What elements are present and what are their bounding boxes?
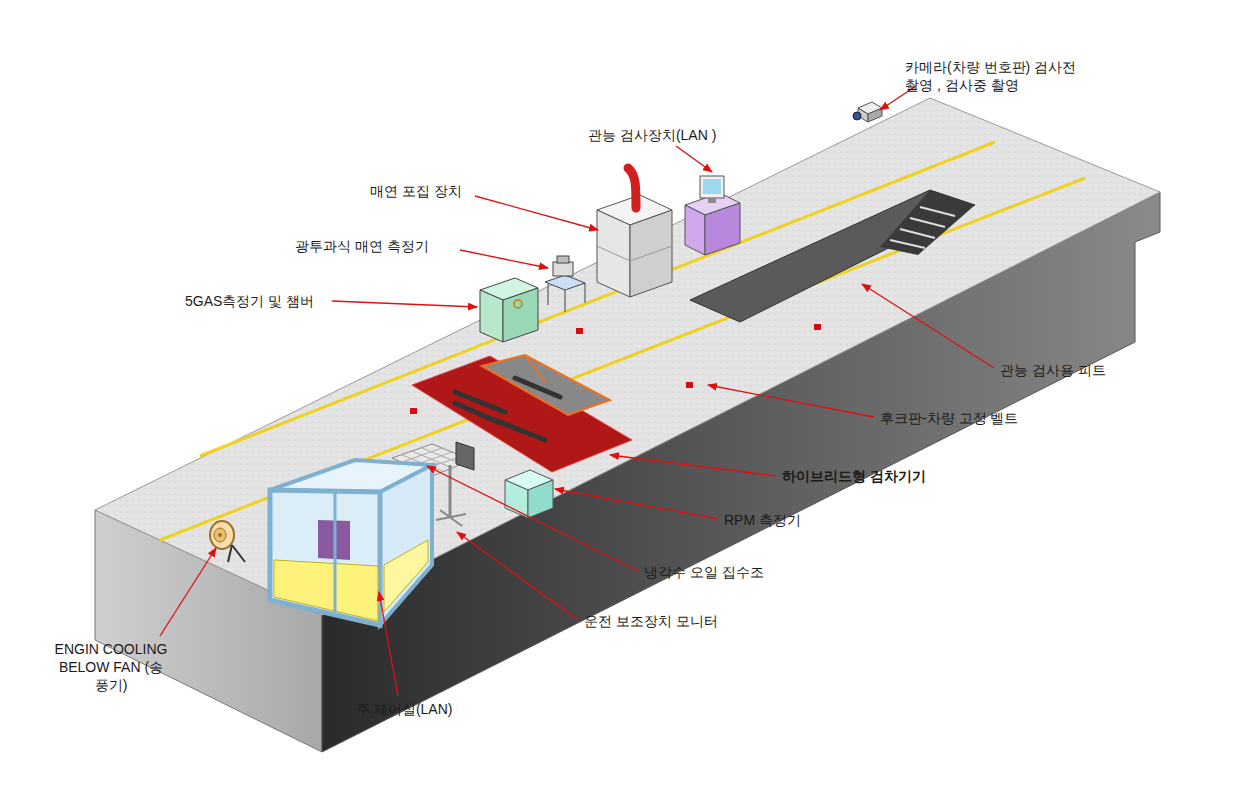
part-label: 매연 포집 장치 — [370, 182, 462, 200]
part-label: 관능 검사용 피트 — [1000, 361, 1106, 379]
part-label: 주 제어실(LAN) — [356, 700, 452, 718]
part-label: 후크판-차량 고정 벨트 — [880, 409, 1018, 427]
camera-label: 카메라(차량 번호판) 검사전 촬영 , 검사중 촬영 — [905, 58, 1080, 94]
part-label: 운전 보조장치 모니터 — [584, 612, 718, 630]
part-label: 광투과식 매연 측정기 — [295, 237, 429, 255]
part-label: 관능 검사장치(LAN ) — [588, 126, 716, 144]
part-label: RPM 측정기 — [724, 511, 801, 529]
part-label: 냉각수 오일 집수조 — [644, 563, 764, 581]
part-label-bold: 하이브리드형 검차기기 — [782, 467, 926, 485]
part-label: 5GAS측정기 및 챔버 — [185, 292, 314, 310]
fan-label: ENGIN COOLING BELOW FAN (송풍기) — [52, 640, 170, 695]
